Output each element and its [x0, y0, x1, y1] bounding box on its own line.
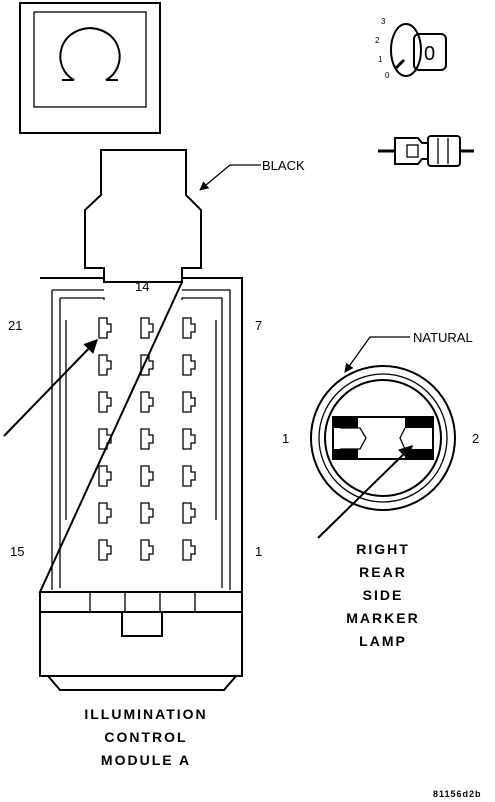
cavity-number-14: 14: [135, 279, 149, 294]
cavity-number-1: 1: [255, 544, 262, 559]
module-pointer-arrow: [3, 338, 98, 437]
lamp-title-line-4: MARKER: [346, 610, 419, 626]
lamp-pin-number-2: 2: [472, 431, 479, 446]
lamp-title-line-2: REAR: [359, 564, 407, 580]
lamp-title-line-5: LAMP: [359, 633, 407, 649]
cavity-grid: [98, 317, 196, 561]
lamp-connector: [310, 365, 456, 511]
lamp-title-line-3: SIDE: [363, 587, 404, 603]
module-title-line-3: MODULE A: [101, 752, 191, 768]
key-face-digit: 0: [424, 43, 435, 65]
lamp-pointer-arrow: [317, 445, 414, 539]
ignition-key-icon: 3 2 1 0 0: [375, 17, 447, 80]
key-position-0: 0: [385, 71, 390, 80]
lamp-title-line-1: RIGHT: [356, 541, 410, 557]
lamp-title: RIGHT REAR SIDE MARKER LAMP: [346, 541, 419, 649]
cavity-number-15: 15: [10, 544, 24, 559]
cavity-number-7: 7: [255, 318, 262, 333]
key-position-2: 2: [375, 36, 380, 45]
cavity-number-21: 21: [8, 318, 22, 333]
image-code: 81156d2b: [433, 789, 482, 799]
key-position-1: 1: [378, 55, 383, 64]
module-title-line-1: ILLUMINATION: [84, 706, 207, 722]
key-position-3: 3: [381, 17, 386, 26]
wire-color-black: BLACK: [262, 158, 305, 173]
module-title: ILLUMINATION CONTROL MODULE A: [84, 706, 207, 768]
wire-color-natural: NATURAL: [413, 330, 473, 345]
omega-icon: [19, 2, 161, 134]
connector-icon: [378, 135, 474, 167]
lamp-pin-number-1: 1: [282, 431, 289, 446]
module-connector: [38, 149, 243, 691]
module-title-line-2: CONTROL: [104, 729, 187, 745]
